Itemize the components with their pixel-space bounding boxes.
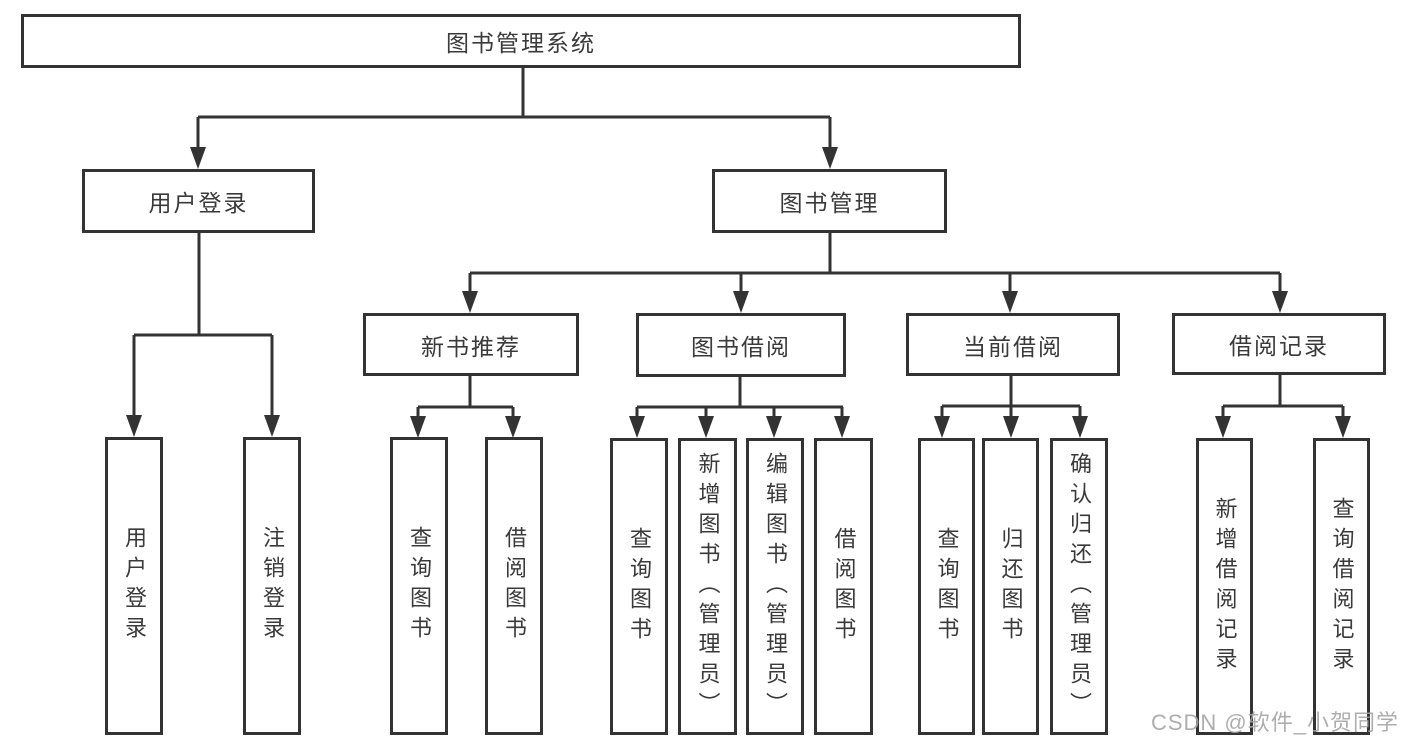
node-borrow-records: 借阅记录: [1172, 313, 1386, 375]
connector-newbook-to-leaves: [416, 376, 515, 419]
node-book-borrow: 图书借阅: [636, 313, 846, 377]
leaf-current-confirm-return-admin: 确认归还（管理员）: [1050, 438, 1108, 735]
connector-root-to-level2: [196, 68, 832, 150]
leaf-borrow-borrow-book: 借阅图书: [814, 438, 873, 735]
leaf-records-add-record: 新增借阅记录: [1196, 438, 1253, 735]
node-current-borrow: 当前借阅: [906, 313, 1120, 376]
leaf-newrec-query-book: 查询图书: [390, 437, 448, 735]
connector-records-to-leaves: [1221, 375, 1345, 420]
leaf-borrow-add-book-admin: 新增图书（管理员）: [678, 438, 737, 735]
connector-userlogin-to-leaves: [132, 233, 274, 418]
leaf-newrec-borrow-book: 借阅图书: [485, 437, 543, 735]
leaf-current-query-book: 查询图书: [918, 438, 975, 735]
connector-bookmgmt-to-level3: [468, 233, 1282, 294]
leaf-borrow-query-book: 查询图书: [610, 438, 668, 735]
leaf-current-return-book: 归还图书: [982, 438, 1039, 735]
connector-borrow-to-leaves: [635, 377, 844, 420]
node-root: 图书管理系统: [21, 14, 1021, 68]
node-book-management: 图书管理: [712, 169, 947, 233]
leaf-logout: 注销登录: [243, 437, 301, 735]
connector-current-to-leaves: [940, 376, 1082, 420]
node-new-book-recommend: 新书推荐: [363, 313, 579, 376]
leaf-user-login: 用户登录: [105, 437, 163, 735]
leaf-records-query-record: 查询借阅记录: [1313, 438, 1370, 735]
arrowheads: [126, 147, 1351, 438]
leaf-borrow-edit-book-admin: 编辑图书（管理员）: [746, 438, 804, 735]
node-user-login: 用户登录: [82, 169, 315, 233]
